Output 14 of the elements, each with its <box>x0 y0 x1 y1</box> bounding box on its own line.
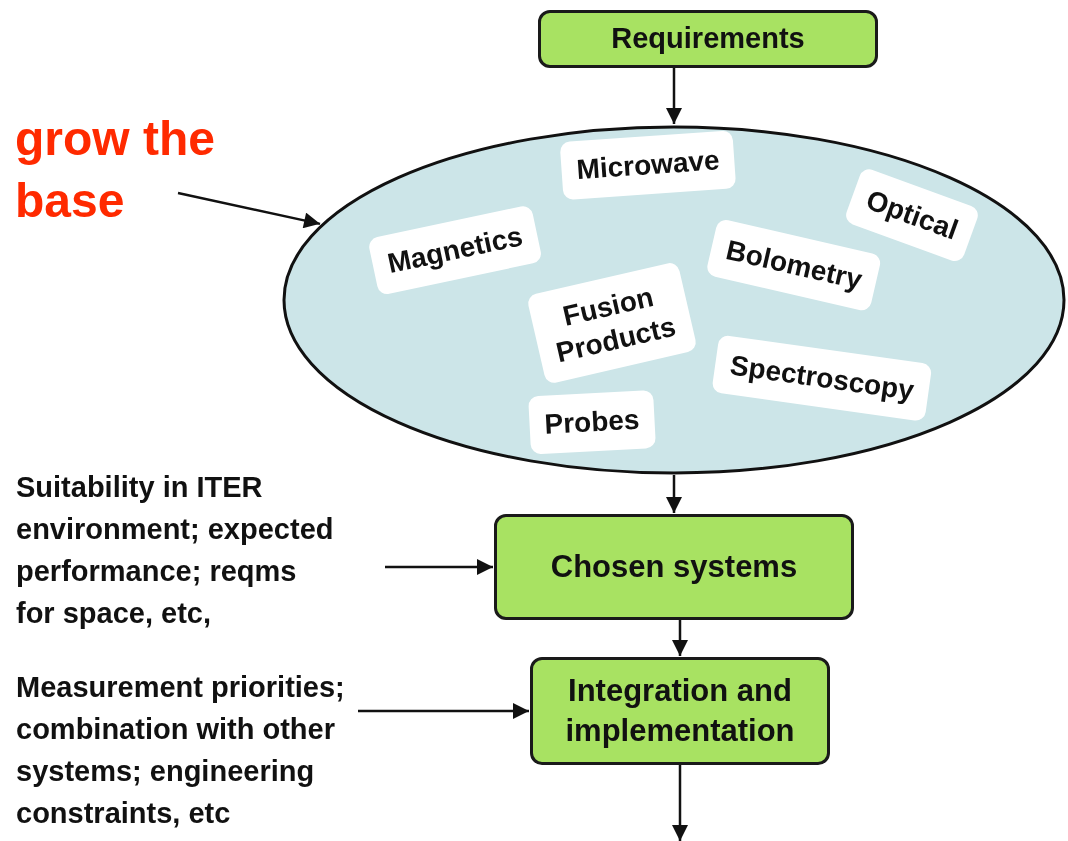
process-box: Chosen systems <box>494 514 854 620</box>
oval-group <box>282 125 1066 475</box>
input-note: Measurement priorities; combination with other systems; engineering constraints, etc <box>16 666 358 834</box>
arrow <box>358 703 529 719</box>
process-box: Requirements <box>538 10 878 68</box>
arrow <box>177 191 321 229</box>
input-note: Suitability in ITER environment; expected performance; reqms for space, etc, <box>16 466 385 634</box>
process-box: Integration and implementation <box>530 657 830 765</box>
arrow <box>672 765 688 841</box>
arrow <box>666 475 682 513</box>
arrow <box>666 68 682 124</box>
arrow <box>385 559 493 575</box>
callout-text: grow the base <box>15 108 265 232</box>
arrow <box>672 620 688 656</box>
